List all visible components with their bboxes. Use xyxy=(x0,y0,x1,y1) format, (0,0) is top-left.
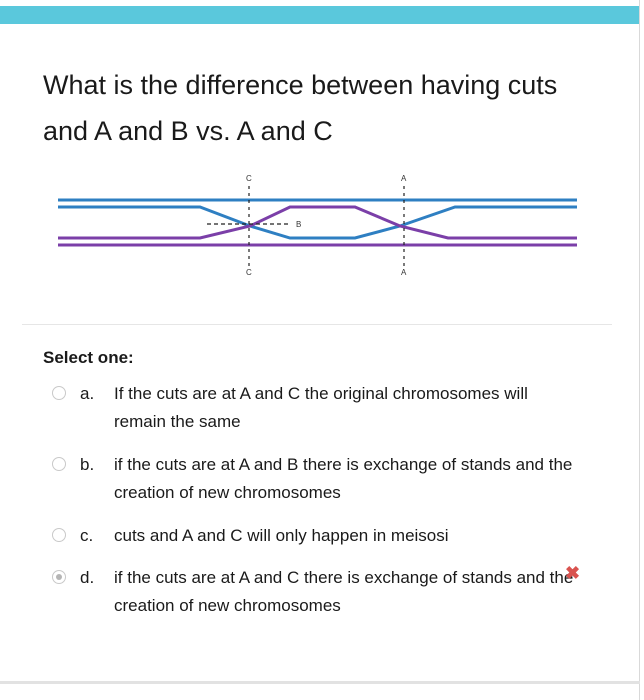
label-c-top: C xyxy=(246,174,252,183)
option-letter: c. xyxy=(80,526,94,545)
option-text: if the cuts are at A and C there is exch… xyxy=(114,568,574,615)
label-a-top: A xyxy=(401,174,407,183)
option-text: If the cuts are at A and C the original … xyxy=(114,384,528,431)
option-b[interactable]: b. if the cuts are at A and B there is e… xyxy=(52,451,612,507)
section-divider xyxy=(22,324,612,325)
option-letter: d. xyxy=(80,568,95,587)
label-b: B xyxy=(296,220,301,229)
crossover-diagram: C C A A B xyxy=(58,174,577,277)
radio-icon[interactable] xyxy=(52,528,66,542)
radio-icon[interactable] xyxy=(52,386,66,400)
option-letter: b. xyxy=(80,455,95,474)
purple-strand-bottom-1 xyxy=(58,205,577,240)
option-text: if the cuts are at A and B there is exch… xyxy=(114,455,573,502)
question-text: What is the difference between having cu… xyxy=(43,70,558,146)
blue-strand-top-2 xyxy=(58,205,577,240)
select-one-label: Select one: xyxy=(43,348,134,367)
option-a[interactable]: a. If the cuts are at A and C the origin… xyxy=(52,380,612,436)
option-letter: a. xyxy=(80,384,95,403)
page-bottom-border xyxy=(0,681,640,684)
page-border xyxy=(639,0,640,700)
option-d[interactable]: d. if the cuts are at A and C there is e… xyxy=(52,564,612,620)
header-bar xyxy=(0,6,640,24)
label-c-bottom: C xyxy=(246,268,252,277)
option-text: cuts and A and C will only happen in mei… xyxy=(114,526,449,545)
radio-icon[interactable] xyxy=(52,457,66,471)
label-a-bottom: A xyxy=(401,268,407,277)
option-c[interactable]: c. cuts and A and C will only happen in … xyxy=(52,522,612,550)
incorrect-x-icon: ✖ xyxy=(565,563,581,583)
radio-selected-icon[interactable] xyxy=(52,570,66,584)
